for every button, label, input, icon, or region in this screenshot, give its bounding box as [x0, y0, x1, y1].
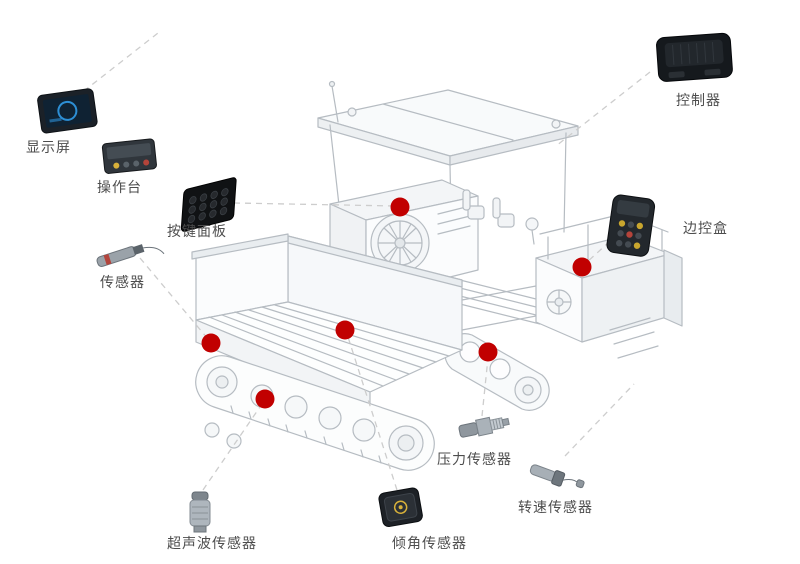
connector-speed	[564, 383, 635, 457]
label-ultrasonic-sensor: 超声波传感器	[167, 536, 257, 552]
label-tilt-sensor: 倾角传感器	[392, 536, 467, 552]
label-sensor: 传感器	[100, 275, 145, 291]
sensor-markers	[201, 197, 592, 409]
connector-pressure	[481, 357, 489, 417]
ultrasonic-sensor-photo	[189, 491, 211, 533]
connector-keypad	[233, 202, 397, 207]
marker-dot	[335, 320, 355, 340]
connector-side-control	[585, 233, 619, 264]
canopy-roof	[317, 80, 579, 166]
display-screen-photo	[37, 88, 98, 134]
label-controller: 控制器	[676, 93, 721, 109]
connector-display-guide	[74, 32, 159, 99]
tilt-sensor-photo	[378, 487, 423, 528]
connector-tilt	[347, 336, 398, 491]
label-speed-sensor: 转速传感器	[518, 500, 593, 516]
marker-dot	[478, 342, 498, 362]
speed-sensor-photo	[529, 464, 585, 489]
label-display-screen: 显示屏	[26, 140, 71, 156]
connector-lines	[74, 32, 651, 491]
engine-fan	[377, 220, 423, 266]
label-side-control-box: 边控盒	[683, 221, 728, 237]
paver-machine-illustration	[191, 80, 683, 471]
marker-dot	[201, 333, 221, 353]
controller-unit-photo	[656, 32, 733, 82]
control-console-photo	[101, 138, 157, 174]
connector-controller	[555, 71, 651, 147]
marker-dot	[255, 389, 275, 409]
connector-sensor	[139, 257, 209, 340]
screed-unit	[461, 213, 683, 359]
label-keypad-panel: 按键面板	[167, 224, 227, 240]
sensor-probe-photo	[96, 244, 165, 267]
label-pressure-sensor: 压力传感器	[437, 452, 512, 468]
keypad-panel-photo	[180, 177, 237, 232]
label-console: 操作台	[97, 180, 142, 196]
pressure-sensor-photo	[458, 416, 510, 438]
marker-dot	[390, 197, 410, 217]
operator-area	[451, 189, 541, 325]
left-track	[195, 355, 435, 471]
right-track	[444, 333, 550, 411]
side-control-box-photo	[606, 194, 656, 257]
marker-dot	[572, 257, 592, 277]
